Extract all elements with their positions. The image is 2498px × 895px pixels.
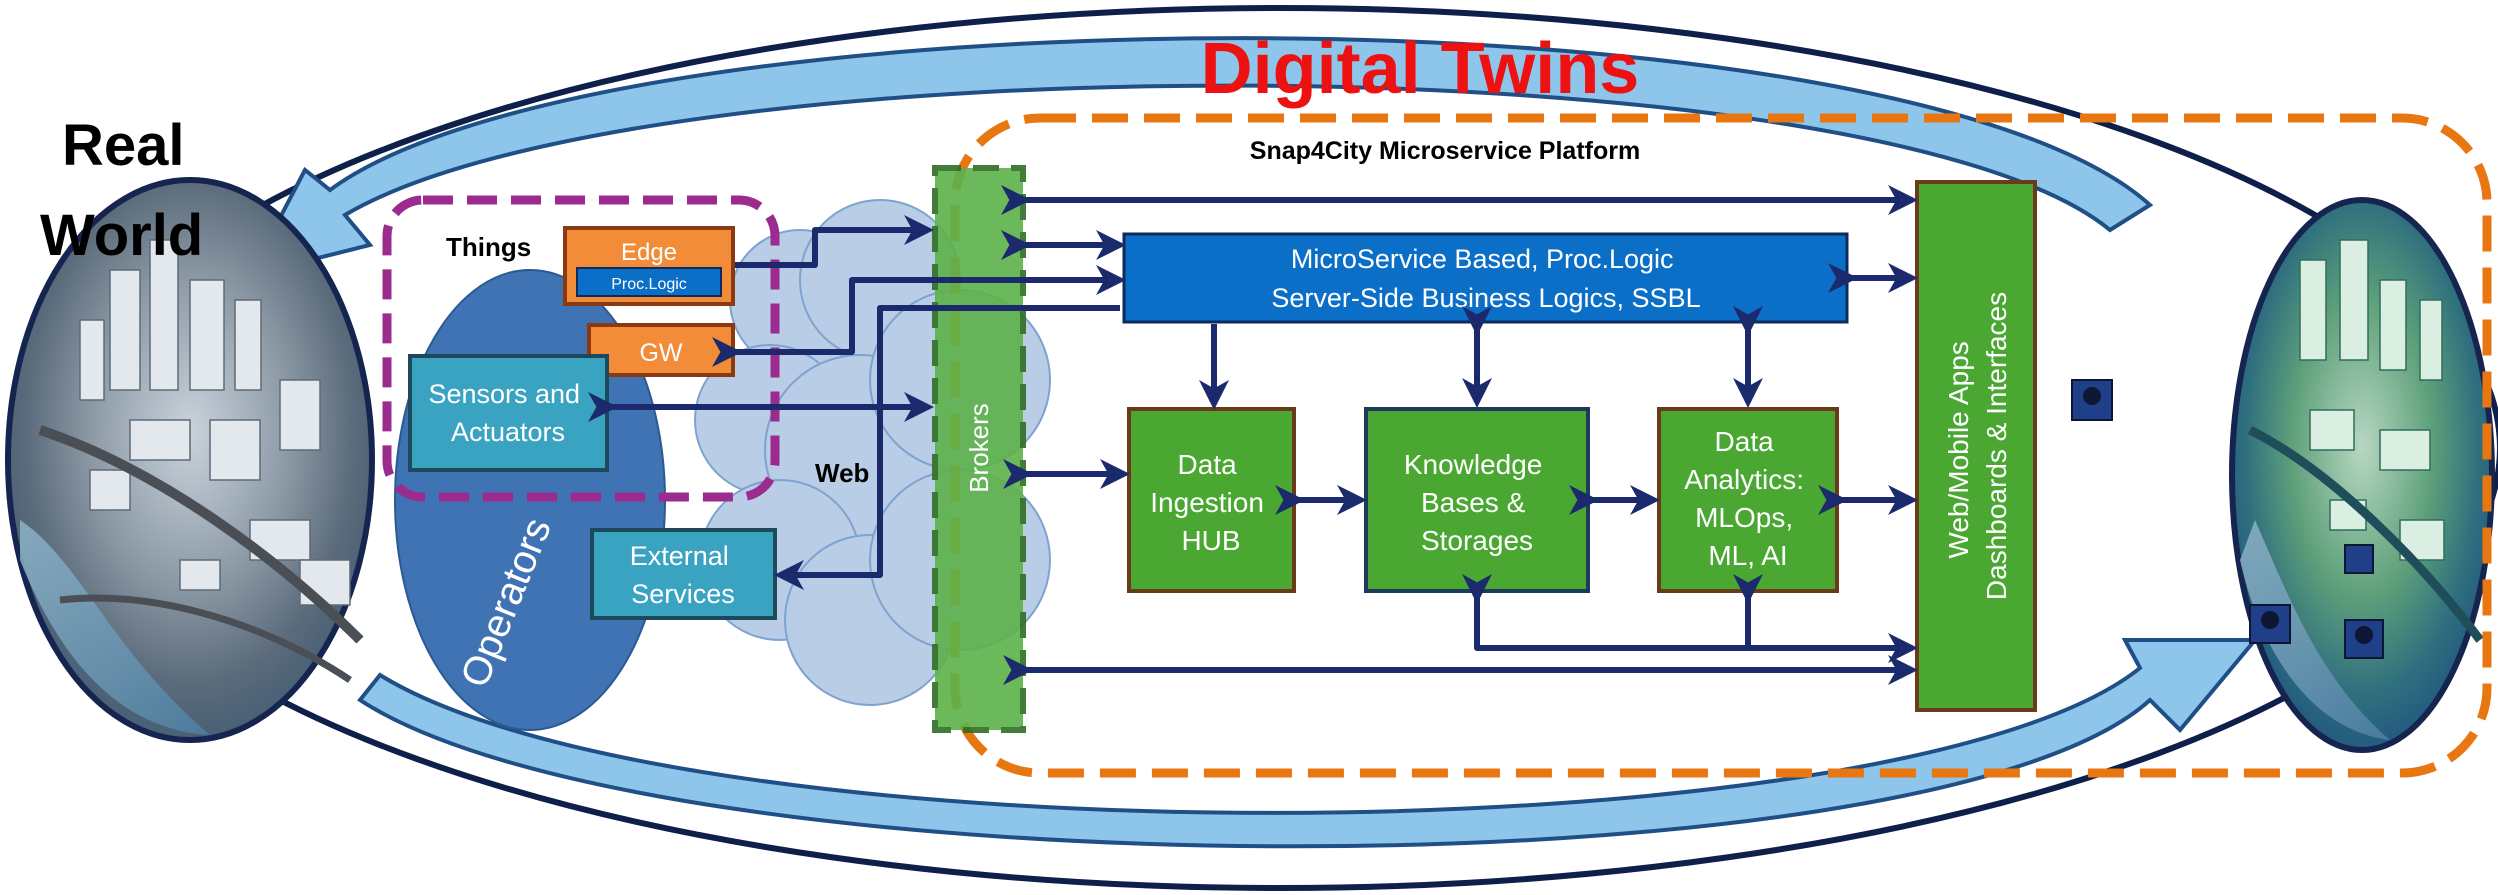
- sensors-line-1: Sensors and: [428, 379, 580, 409]
- things-label: Things: [446, 232, 531, 262]
- real-world-city-image: [5, 177, 375, 743]
- platform-label: Snap4City Microservice Platform: [1250, 137, 1640, 165]
- analytics-line-2: Analytics:: [1684, 464, 1804, 495]
- web-mobile-apps-box: [1915, 180, 2037, 712]
- data-analytics-box: [1657, 407, 1839, 593]
- real-world-line-2: World: [40, 203, 203, 268]
- microservice-label: MicroService Based, Proc.Logic Server-Si…: [1271, 244, 1700, 313]
- arrow-gw-microservice: [712, 265, 1126, 367]
- knowledge-bases-label: Knowledge Bases & Storages: [1404, 449, 1550, 556]
- real-world-label: Real World: [40, 113, 203, 268]
- sensors-line-2: Actuators: [451, 417, 565, 447]
- data-ingestion-box: [1127, 407, 1296, 593]
- real-world-line-1: Real: [62, 113, 185, 178]
- sensors-box: [408, 354, 609, 472]
- connector-arrows: [588, 185, 1918, 685]
- edge-proc-logic-label: Proc.Logic: [611, 276, 687, 293]
- web-mobile-apps-label: Web/Mobile Apps Dashboards & Interfaces: [1943, 292, 2012, 600]
- sensors-label: Sensors and Actuators: [428, 379, 587, 447]
- external-line-1: External: [630, 541, 729, 571]
- edge-proc-logic-box: [576, 267, 722, 297]
- data-ingestion-label: Data Ingestion HUB: [1150, 449, 1271, 556]
- edge-label: Edge: [621, 239, 677, 266]
- web-label: Web: [815, 458, 869, 488]
- brokers-label: Brokers: [964, 403, 994, 493]
- webapps-line-1: Web/Mobile Apps: [1943, 341, 1974, 558]
- webapps-line-2: Dashboards & Interfaces: [1981, 292, 2012, 600]
- analytics-line-4: ML, AI: [1708, 540, 1787, 571]
- microservice-line-2: Server-Side Business Logics, SSBL: [1271, 283, 1700, 313]
- external-services-box: [590, 528, 777, 620]
- knowledge-line-2: Bases &: [1421, 487, 1526, 518]
- ingestion-line-2: Ingestion: [1150, 487, 1264, 518]
- ingestion-line-3: HUB: [1181, 525, 1240, 556]
- ingestion-line-1: Data: [1178, 449, 1238, 480]
- arrow-knowledge-bottom-loop: [1462, 574, 1918, 663]
- digital-twin-city-image: [2071, 197, 2495, 753]
- real-to-twin-arrow: [357, 638, 2260, 849]
- gw-label: GW: [639, 339, 682, 367]
- knowledge-line-1: Knowledge: [1404, 449, 1543, 480]
- microservice-line-1: MicroService Based, Proc.Logic: [1291, 244, 1674, 274]
- analytics-line-3: MLOps,: [1695, 502, 1793, 533]
- brokers-bar: [932, 165, 1026, 733]
- arrow-microservice-external: [774, 305, 1120, 590]
- title: Digital Twins: [1201, 29, 1640, 109]
- external-line-2: Services: [631, 579, 735, 609]
- analytics-line-1: Data: [1715, 426, 1775, 457]
- external-services-label: External Services: [630, 541, 737, 609]
- data-analytics-label: Data Analytics: MLOps, ML, AI: [1684, 426, 1812, 571]
- gw-box: [587, 323, 735, 377]
- knowledge-line-3: Storages: [1421, 525, 1533, 556]
